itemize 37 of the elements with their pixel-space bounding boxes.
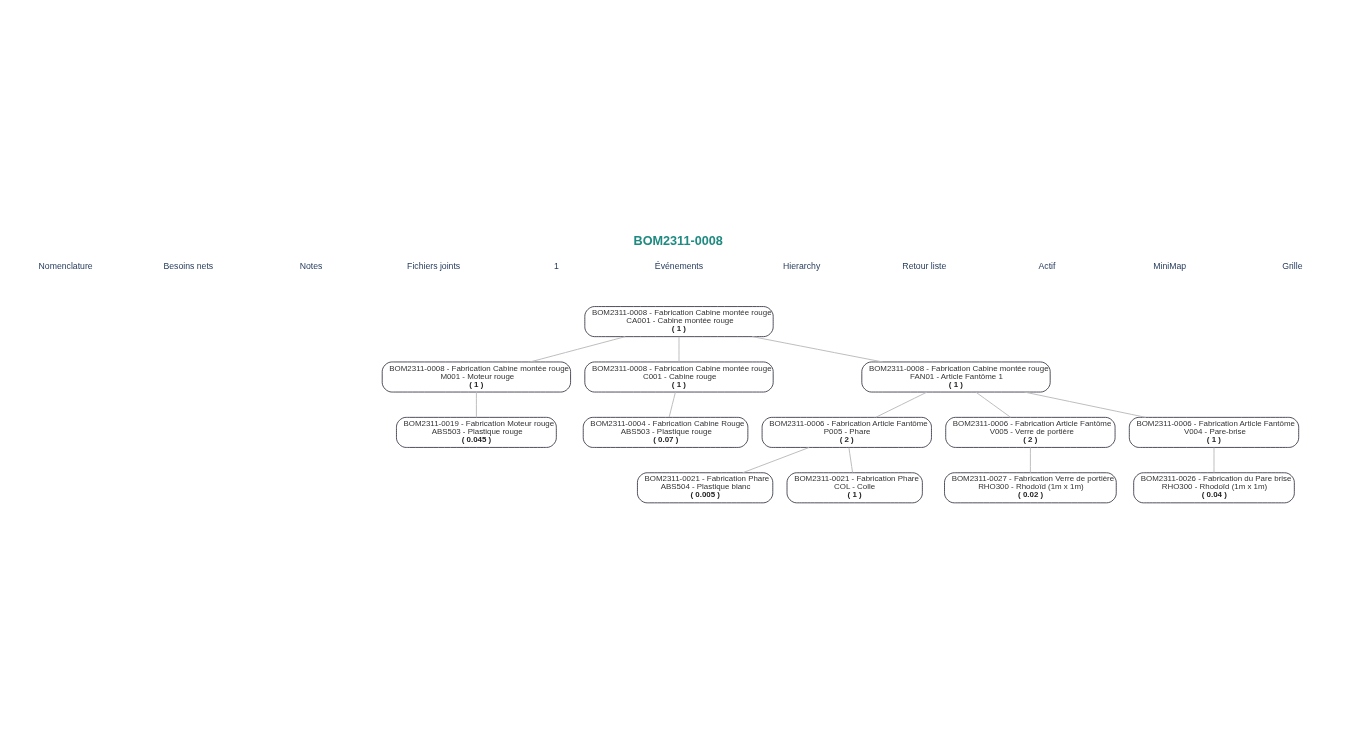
node-box: BOM2311-0021 - Fabrication Phare COL - Colle ( 1 ) bbox=[786, 471, 923, 503]
label: Besoins nets bbox=[163, 260, 214, 271]
node-box: BOM2311-0026 - Fabrication du Pare brise RHO300 - Rhodoïd (1m x 1m) ( 0.04 ) bbox=[1133, 471, 1295, 503]
label: Retour liste bbox=[902, 260, 947, 271]
connector bbox=[678, 335, 680, 362]
connector bbox=[848, 446, 854, 473]
node-box: BOM2311-0006 - Fabrication Article Fantôme P005 - Phare ( 2 ) bbox=[761, 416, 932, 448]
diagram-title: BOM2311-0008 bbox=[633, 233, 723, 248]
label: Nomenclature bbox=[38, 260, 93, 271]
node-box: BOM2311-0006 - Fabrication Article Fantôme V005 - Verre de portière ( 2 ) bbox=[945, 416, 1116, 448]
node-box: BOM2311-0008 - Fabrication Cabine montée rouge C001 - Cabine rouge ( 1 ) bbox=[584, 361, 774, 392]
connector bbox=[668, 391, 676, 418]
node-box: BOM2311-0008 - Fabrication Cabine montée rouge FAN01 - Article Fantôme 1 ( 1 ) bbox=[861, 361, 1051, 392]
connector bbox=[475, 391, 477, 418]
connector bbox=[875, 391, 928, 418]
label: Notes bbox=[299, 260, 323, 271]
label: Fichiers joints bbox=[407, 260, 461, 271]
connector bbox=[752, 335, 884, 362]
node-box: BOM2311-0027 - Fabrication Verre de portière RHO300 - Rhodoïd (1m x 1m) ( 0.02 ) bbox=[944, 471, 1117, 503]
connector bbox=[1024, 391, 1147, 418]
label: Événements bbox=[654, 260, 704, 271]
node-box: BOM2311-0019 - Fabrication Moteur rouge ABS503 - Plastique rouge ( 0.045 ) bbox=[396, 416, 557, 448]
node-box: BOM2311-0006 - Fabrication Article Fantôme V004 - Pare-brise ( 1 ) bbox=[1128, 416, 1300, 448]
label: Actif bbox=[1038, 260, 1056, 271]
node-box: BOM2311-0008 - Fabrication Cabine montée rouge M001 - Moteur rouge ( 1 ) bbox=[381, 361, 571, 392]
label: 1 bbox=[553, 260, 559, 271]
connector bbox=[742, 446, 810, 473]
connector bbox=[1213, 446, 1215, 473]
connector bbox=[1029, 446, 1031, 473]
label: Grille bbox=[1282, 260, 1303, 271]
label: MiniMap bbox=[1153, 260, 1187, 271]
node-box: BOM2311-0008 - Fabrication Cabine montée rouge CA001 - Cabine montée rouge ( 1 ) bbox=[584, 305, 774, 337]
node-box: BOM2311-0004 - Fabrication Cabine Rouge ABS503 - Plastique rouge ( 0.07 ) bbox=[582, 416, 749, 448]
connector bbox=[975, 391, 1012, 418]
label: Hierarchy bbox=[783, 260, 821, 271]
node-box: BOM2311-0021 - Fabrication Phare ABS504 - Plastique blanc ( 0.005 ) bbox=[637, 471, 774, 503]
connector bbox=[529, 335, 626, 362]
